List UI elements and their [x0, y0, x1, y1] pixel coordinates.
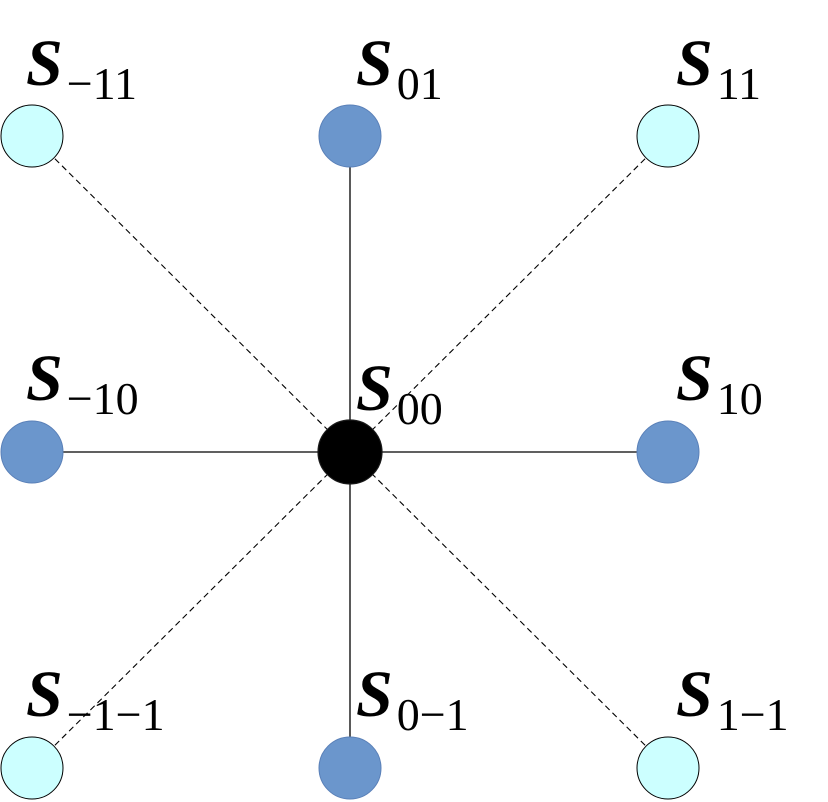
label-base: S	[26, 658, 63, 731]
label-subscript: 01	[397, 58, 443, 109]
node-s1m1	[636, 736, 700, 800]
label-sm10: S−10	[26, 342, 139, 424]
label-s01: S01	[356, 27, 443, 109]
label-base: S	[356, 658, 393, 731]
node-s10	[636, 420, 700, 484]
label-s00: S00	[356, 352, 443, 434]
edges-layer	[31, 135, 669, 769]
label-s10: S10	[676, 342, 763, 424]
node-s01	[318, 104, 382, 168]
label-base: S	[26, 342, 63, 415]
label-subscript: 10	[717, 373, 763, 424]
label-subscript: −10	[67, 373, 139, 424]
edge-00-1m1	[349, 451, 669, 769]
label-subscript: 0−1	[397, 689, 469, 740]
label-base: S	[676, 658, 713, 731]
node-s11	[636, 104, 700, 168]
node-sm1m1	[0, 736, 64, 800]
label-base: S	[26, 27, 63, 100]
nodes-layer	[0, 104, 700, 800]
node-sm11	[0, 104, 64, 168]
edge-00-m1m1	[31, 451, 351, 769]
edge-00-11	[349, 135, 669, 453]
node-s00	[317, 419, 383, 485]
label-base: S	[676, 27, 713, 100]
label-subscript: 1−1	[717, 689, 789, 740]
label-subscript: 00	[397, 383, 443, 434]
label-base: S	[356, 27, 393, 100]
node-s0m1	[318, 736, 382, 800]
label-subscript: 11	[717, 58, 761, 109]
label-s1m1: S1−1	[676, 658, 789, 740]
label-subscript: −11	[67, 58, 137, 109]
label-s0m1: S0−1	[356, 658, 469, 740]
label-sm1m1: S−1−1	[26, 658, 165, 740]
node-sm10	[0, 420, 64, 484]
label-subscript: −1−1	[67, 689, 165, 740]
label-sm11: S−11	[26, 27, 137, 109]
edge-00-m11	[31, 135, 351, 453]
label-base: S	[676, 342, 713, 415]
label-s11: S11	[676, 27, 761, 109]
label-base: S	[356, 352, 393, 425]
